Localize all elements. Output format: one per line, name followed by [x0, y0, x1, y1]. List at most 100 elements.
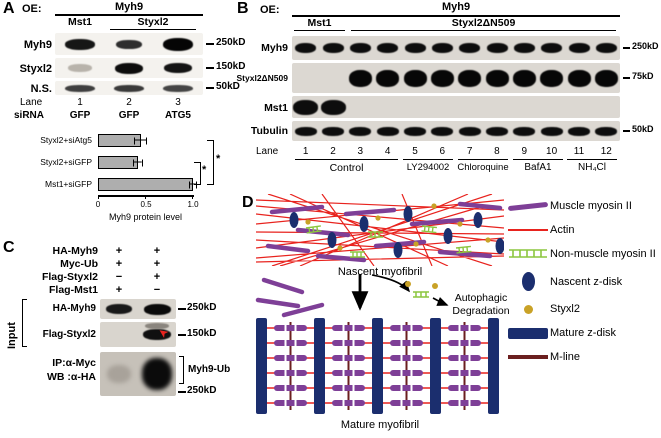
- bar-label: Mst1+siGFP: [45, 179, 92, 189]
- significance-bracket: [194, 162, 201, 185]
- lane-number: 1: [77, 97, 83, 108]
- released-non-muscle-myosin: [413, 291, 429, 298]
- panel-b-oe-label: OE:: [260, 4, 280, 16]
- transition-arrows: [255, 274, 449, 318]
- blot-band: [404, 126, 426, 136]
- treatment-rule: [513, 159, 563, 161]
- marker-tick: [206, 67, 214, 69]
- mature-z-disk-swatch: [506, 327, 550, 339]
- panel-a-group-rule: [110, 29, 196, 31]
- blot-band: [295, 43, 317, 53]
- panel-a-label: A: [3, 0, 15, 17]
- significance-bracket: [207, 140, 214, 185]
- panel-a-group-styxl2: Styxl2: [137, 16, 169, 28]
- legend-item: Nascent z-disk: [506, 272, 659, 291]
- blot-band: [403, 69, 427, 87]
- treatment-label-bafa1: BafA1: [524, 162, 552, 173]
- sirna-value: GFP: [69, 110, 91, 121]
- blot-band: [349, 126, 372, 136]
- marker-250kd-ip: 250kD: [187, 385, 217, 396]
- myh9-level-chart: Styxl2+siAtg5 Styxl2+siGFP Mst1+siGFP 0 …: [8, 126, 240, 238]
- significance-star: *: [216, 153, 221, 165]
- lane-number: 7: [466, 146, 473, 157]
- non-muscle-myosin-ladders: [305, 225, 472, 258]
- legend-item: Non-muscle myosin II: [506, 248, 659, 260]
- condition-sign: +: [153, 258, 161, 270]
- marker-150kd-c: 150kD: [187, 328, 217, 339]
- blot-band: [595, 126, 618, 136]
- legend-label: Mature z-disk: [550, 327, 617, 339]
- condition-label: Myc-Ub: [60, 258, 98, 270]
- blot-strip-styxl2-a: [55, 58, 203, 78]
- marker-150kd-a: 150kD: [216, 61, 246, 72]
- blot-band: [64, 84, 95, 92]
- bar-row: [98, 134, 193, 147]
- panel-b-group-mst1: Mst1: [307, 17, 332, 29]
- blot-band: [116, 39, 142, 49]
- blot-band: [512, 69, 536, 87]
- legend-label: Nascent z-disk: [550, 275, 623, 288]
- blot-band: [145, 322, 169, 329]
- blot-row-label-styxl2: Styxl2: [19, 63, 52, 75]
- blot-band: [143, 329, 171, 340]
- blot-band: [404, 43, 426, 53]
- marker-tick: [623, 47, 630, 49]
- styxl2-dots: [305, 203, 491, 251]
- input-label: Input: [6, 322, 18, 349]
- blot-band: [115, 62, 143, 74]
- blot-strip-tubulin: [292, 121, 620, 141]
- blot-band: [348, 69, 372, 87]
- degradation-arrow: [432, 296, 449, 306]
- blot-band: [163, 84, 194, 92]
- tick-label: 1.0: [187, 200, 199, 209]
- input-bracket: [22, 299, 27, 347]
- x-axis: [98, 195, 194, 197]
- blot-band: [294, 126, 317, 136]
- lane-number: 10: [546, 146, 558, 157]
- treatment-label-chloroquine: Chloroquine: [457, 162, 509, 173]
- condition-sign: +: [153, 245, 161, 257]
- marker-tick: [178, 308, 186, 310]
- blot-row-label-myh9-b: Myh9: [261, 42, 288, 54]
- condition-sign: +: [115, 258, 123, 270]
- lane-number: 2: [126, 97, 132, 108]
- blot-strip-mst1-b: [292, 96, 620, 118]
- treatment-rule: [458, 159, 508, 161]
- legend-label: Muscle myosin II: [550, 200, 632, 212]
- myh9-ub-label: Myh9-Ub: [188, 364, 231, 375]
- condition-label: Flag-Styxl2: [41, 271, 98, 283]
- panel-a-oe-label: OE:: [22, 3, 42, 15]
- blot-band: [458, 69, 482, 87]
- blot-band: [458, 126, 481, 136]
- blot-strip-myh9-a: [55, 33, 203, 55]
- blot-band: [568, 126, 590, 136]
- blot-strip-ip: [100, 352, 176, 396]
- ip-label-line2: WB :α-HA: [46, 371, 96, 383]
- non-muscle-myosin-swatch: [506, 248, 550, 260]
- marker-tick: [178, 334, 186, 336]
- blot-band: [513, 126, 536, 136]
- blot-band: [459, 43, 481, 53]
- autophagic-line2: Degradation: [452, 305, 510, 317]
- legend-item: Muscle myosin II: [506, 200, 659, 212]
- x-axis-label: Myh9 protein level: [108, 212, 183, 222]
- sirna-value: GFP: [118, 110, 140, 121]
- blot-row-label-mst1-b: Mst1: [264, 102, 288, 114]
- treatment-rule: [567, 159, 617, 161]
- myh9-ub-bracket: [179, 356, 184, 384]
- nascent-z-disks: [289, 206, 504, 258]
- lane-number: 2: [330, 146, 336, 157]
- bar-label: Styxl2+siAtg5: [40, 135, 92, 145]
- error-bar: [133, 159, 143, 166]
- lane-number: 5: [412, 146, 418, 157]
- lane-number: 12: [600, 146, 612, 157]
- treatment-label-ly294002: LY294002: [406, 162, 450, 173]
- blot-band: [164, 63, 193, 73]
- lane-row-label-a: Lane: [20, 97, 43, 108]
- panel-c-label: C: [3, 239, 15, 256]
- axis-tick: [145, 195, 146, 199]
- marker-50kd-b: 50kD: [632, 124, 654, 134]
- tick-label: 0: [95, 200, 101, 209]
